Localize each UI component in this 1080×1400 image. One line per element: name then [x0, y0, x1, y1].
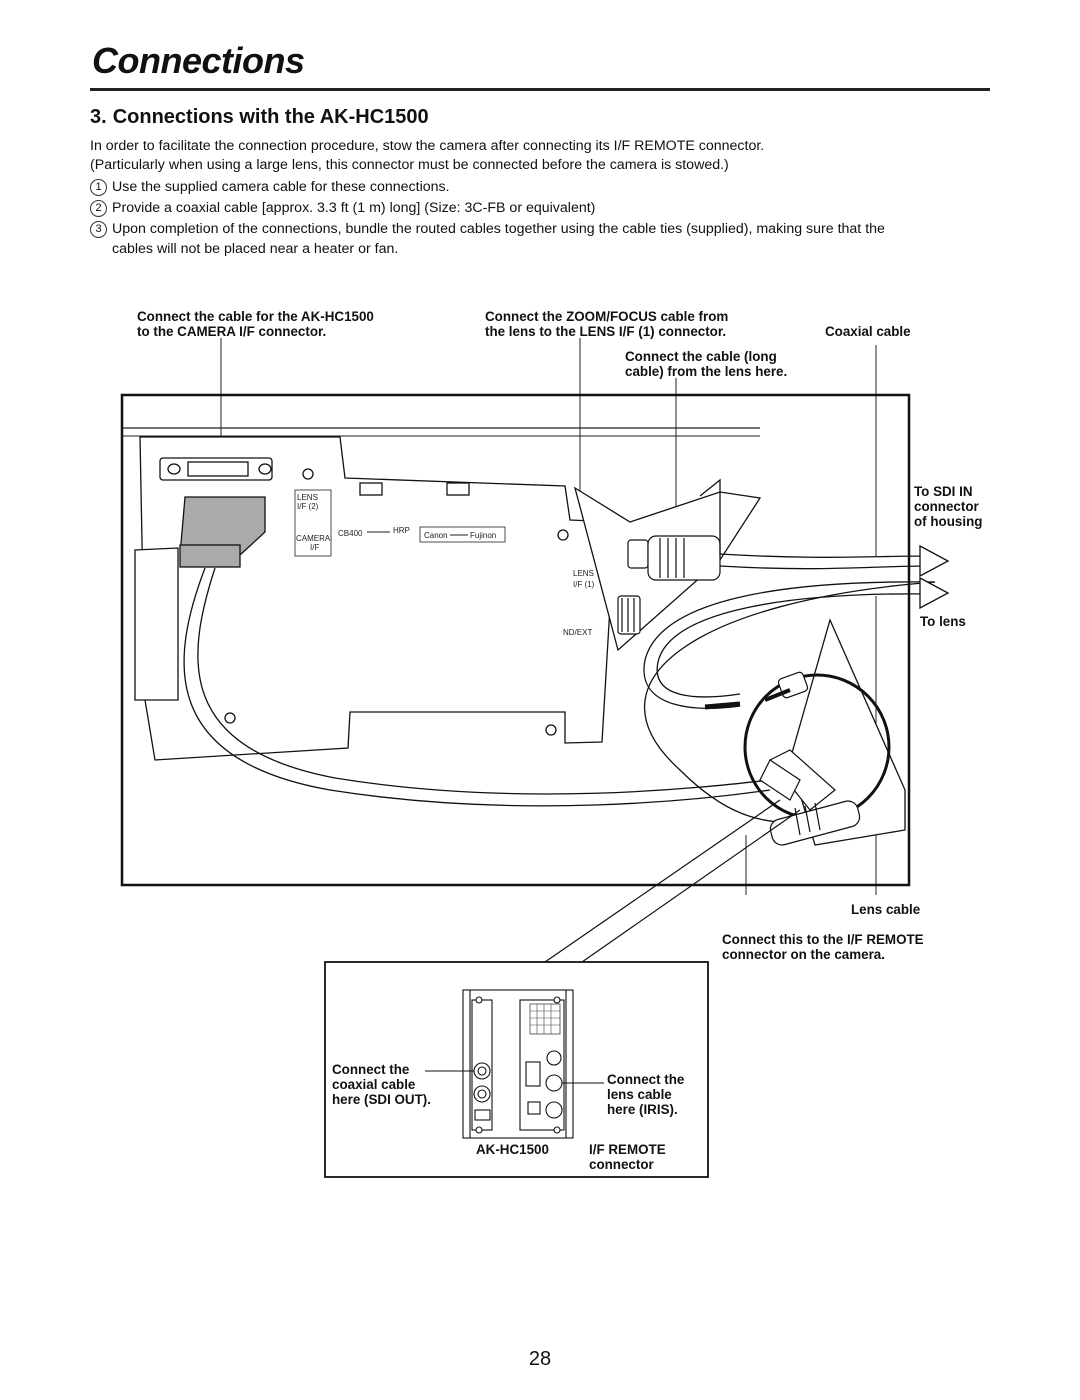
vent-grille [529, 1003, 561, 1035]
board-label: LENS [573, 569, 594, 578]
intro-paragraph-2: (Particularly when using a large lens, t… [90, 157, 729, 173]
board-label: Canon [424, 531, 448, 540]
page-title: Connections [92, 40, 305, 81]
section-heading: 3.Connections with the AK-HC1500 [90, 106, 429, 129]
housing-frame [120, 393, 911, 887]
inset-line: Connect the [607, 1072, 685, 1087]
step-item: 1 Use the supplied camera cable for these… [90, 177, 990, 197]
connector-board [139, 436, 762, 761]
board-label: CAMERA [296, 534, 331, 543]
inset-line: here (SDI OUT). [332, 1092, 431, 1107]
inset-line: here (IRIS). [607, 1102, 678, 1117]
step-text: Use the supplied camera cable for these … [112, 179, 450, 195]
callout-line: connector on the camera. [722, 947, 885, 962]
callout-line: Connect this to the I/F REMOTE [722, 932, 924, 947]
callout-camera-if: Connect the cable for the AK-HC1500 to t… [137, 309, 374, 339]
callout-line: Connect the cable (long [625, 349, 777, 364]
section-title: Connections with the AK-HC1500 [112, 106, 429, 128]
zoom-lines [544, 799, 801, 963]
step-item: 3 Upon completion of the connections, bun… [90, 219, 990, 259]
callout-coaxial-cable: Coaxial cable [825, 324, 911, 339]
callout-line: to the CAMERA I/F connector. [137, 324, 327, 339]
board-label: I/F [310, 543, 319, 552]
board-label: Fujinon [470, 531, 496, 540]
board-label: I/F (2) [297, 502, 319, 511]
step-text: Upon completion of the connections, bund… [112, 221, 885, 237]
callout-line: connector [914, 499, 979, 514]
callout-line: the lens to the LENS I/F (1) connector. [485, 324, 727, 339]
coaxial-cable [719, 553, 931, 570]
inset-line: I/F REMOTE [589, 1142, 666, 1157]
callout-long-cable: Connect the cable (long cable) from the … [625, 349, 787, 379]
camera-if-plug [179, 496, 266, 568]
inset-leader-lines [425, 1070, 604, 1084]
callout-to-sdi-in: To SDI IN connector of housing [914, 484, 982, 529]
section-number: 3. [90, 106, 107, 128]
lens-cable [643, 581, 936, 824]
inset-line: Connect the [332, 1062, 410, 1077]
step-marker: 2 [90, 200, 107, 217]
step-text-continued: cables will not be placed near a heater … [112, 241, 399, 257]
board-label: CB400 [338, 529, 363, 538]
callout-zoom-focus: Connect the ZOOM/FOCUS cable from the le… [485, 309, 728, 339]
step-marker: 1 [90, 179, 107, 196]
step-text: Provide a coaxial cable [approx. 3.3 ft … [112, 200, 596, 216]
callout-lens-cable: Lens cable [851, 902, 921, 917]
intro-paragraph-1: In order to facilitate the connection pr… [90, 138, 765, 154]
callout-line: Connect the ZOOM/FOCUS cable from [485, 309, 729, 324]
callout-if-remote: Connect this to the I/F REMOTE connector… [722, 932, 924, 962]
step-item: 2 Provide a coaxial cable [approx. 3.3 ft… [90, 198, 990, 218]
callout-line: To SDI IN [914, 484, 973, 499]
title-rule [90, 88, 990, 91]
inset-label-model: AK-HC1500 [476, 1142, 549, 1157]
page-number: 28 [528, 1348, 552, 1370]
inset-label-if-remote: I/F REMOTE connector [589, 1142, 666, 1172]
board-label: LENS [297, 493, 318, 502]
direction-arrows [919, 544, 950, 610]
step-marker: 3 [90, 221, 107, 238]
inset-line: coaxial cable [332, 1077, 416, 1092]
board-labels: LENS I/F (2) CAMERA I/F CB400 HRP Canon … [296, 493, 595, 637]
callout-to-lens: To lens [920, 614, 966, 629]
board-label: I/F (1) [573, 580, 595, 589]
callout-line: cable) from the lens here. [625, 364, 788, 379]
lens-if-plug [617, 535, 721, 635]
inset-line: lens cable [607, 1087, 672, 1102]
inset-label-sdi-out: Connect the coaxial cable here (SDI OUT)… [332, 1062, 431, 1107]
inset-label-iris: Connect the lens cable here (IRIS). [607, 1072, 684, 1117]
callout-line: Connect the cable for the AK-HC1500 [137, 309, 374, 324]
remote-connector [759, 671, 861, 846]
camera-cable [183, 567, 771, 807]
inset-line: connector [589, 1157, 654, 1172]
callout-line: of housing [914, 514, 983, 529]
board-label: ND/EXT [563, 628, 592, 637]
board-label: HRP [393, 526, 410, 535]
camera-rear-panel [462, 989, 574, 1139]
